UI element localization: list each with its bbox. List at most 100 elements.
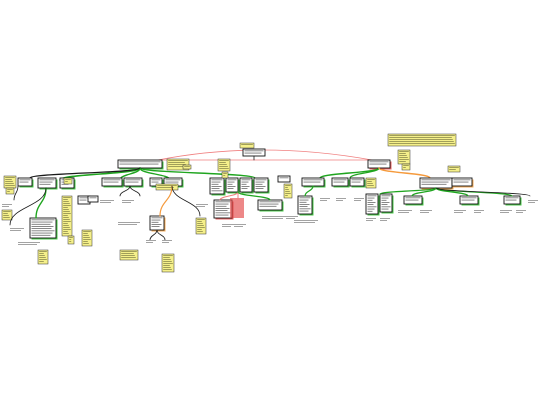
text-line [421,179,451,181]
note-text-line [399,155,407,156]
edge [171,185,201,217]
note-text-line [219,160,229,161]
note-text-line [7,189,13,190]
edge [379,187,437,195]
note-text-line [219,162,226,163]
caption [528,202,535,203]
text-line [505,197,519,199]
caption [500,210,512,211]
note-text-line [163,259,171,260]
text-line [215,212,231,214]
root-node [242,148,266,157]
text-line [369,161,389,163]
note-far-left-3 [1,209,13,221]
note-text-line [241,144,253,145]
text-line [367,206,377,208]
caption [398,212,409,213]
note-text-line [63,227,70,228]
note-text-line [3,217,10,218]
text-line [421,181,449,183]
note-text-line [63,205,71,206]
caption [162,240,172,241]
text-line [31,223,51,225]
caption [222,226,231,227]
text-line [31,219,55,221]
note-text-line [367,185,374,186]
edge [435,187,513,197]
text-line [367,195,377,197]
text-line [299,199,309,201]
note-text-line [63,219,70,220]
note-text-line [223,173,227,174]
text-line [381,206,391,208]
note-box [401,163,411,171]
note-text-line [63,225,69,226]
text-line [381,197,389,199]
note-text-line [197,225,204,226]
note-text-line [121,253,134,254]
caption [196,204,208,205]
note-text-line [219,168,229,169]
text-line [19,181,29,183]
text-line [119,161,161,163]
text-line [299,206,308,207]
text-line [367,197,375,199]
text-line [369,163,387,165]
note-text-line [403,165,409,166]
note-text-line [69,237,73,238]
caption [196,206,205,207]
caption [500,212,509,213]
text-line [79,197,89,199]
note-text-line [5,177,15,178]
text-line [299,201,307,203]
text-line [255,188,264,189]
note-text-line [83,235,89,236]
caption [474,212,481,213]
text-line [241,181,249,183]
note-text-line [163,261,172,262]
caption [162,242,169,243]
note-text-line [399,151,409,152]
note-text-line [285,187,288,188]
note-text-line [5,179,12,180]
caption [122,200,134,201]
text-line [351,179,363,181]
caption [146,242,153,243]
note-text-line [63,197,71,198]
note-text-line [163,269,172,270]
note-box [119,249,139,261]
note-text-line [65,179,71,180]
caption [262,218,283,219]
note-text-line [3,213,8,214]
text-line [303,179,323,181]
note-text-line [121,251,137,252]
text-line [151,179,161,181]
text-line [125,181,139,183]
note-text-line [168,166,187,167]
root-note [239,142,255,149]
note-text-line [403,167,406,168]
note-text-line [168,164,186,165]
edge [378,167,431,179]
text-line [279,177,289,179]
text-line [303,181,321,183]
note-text-line [63,213,71,214]
note-text-line [367,179,375,180]
text-line [259,205,277,207]
caption [10,228,24,229]
text-line [211,190,223,192]
note-text-line [285,189,289,190]
note-text-line [63,211,70,212]
note-text-line [389,137,452,138]
caption [474,210,484,211]
caption [146,240,156,241]
note-box [63,177,73,185]
note-text-line [83,233,88,234]
text-line [215,210,228,211]
note-text-line [168,162,185,163]
note-text-line [399,159,409,160]
edge [219,191,239,201]
text-line [381,199,387,201]
note-text-line [449,167,459,168]
